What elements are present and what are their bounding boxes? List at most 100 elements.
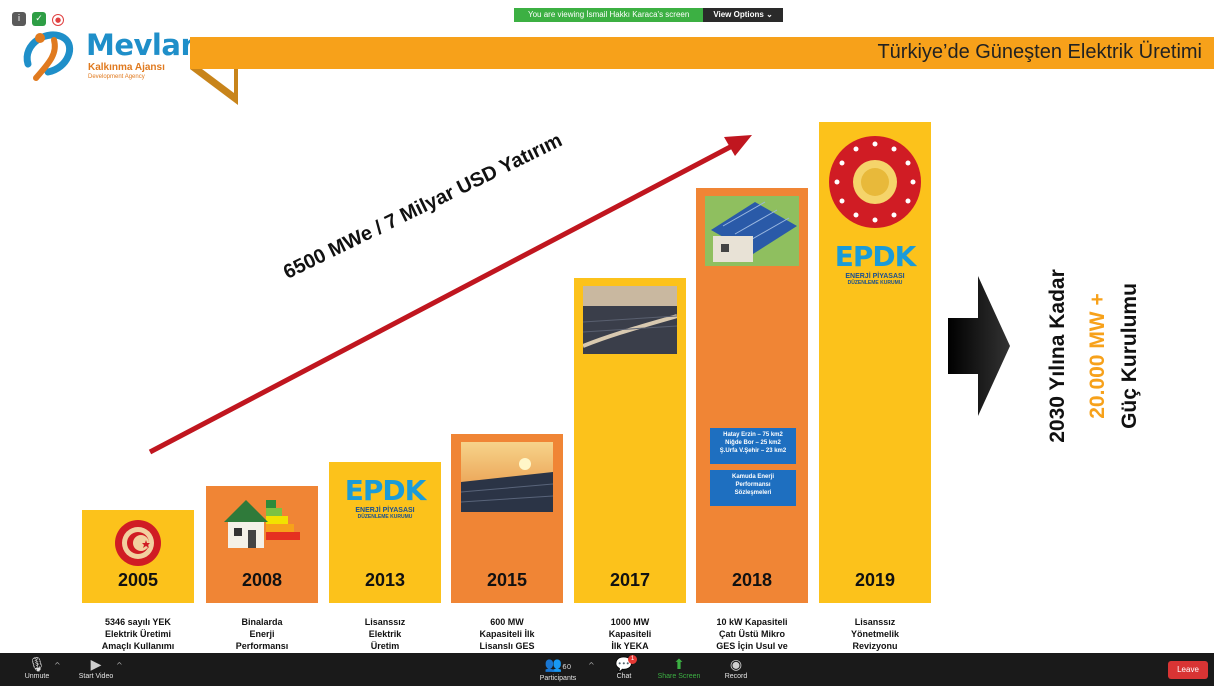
yeka-sites-box: Hatay Erzin – 75 km2 Niğde Bor – 25 km2 … <box>710 428 796 464</box>
bar-year: 2018 <box>731 570 773 590</box>
large-solar-plant-photo <box>583 286 677 354</box>
bar-2018: Hatay Erzin – 75 km2 Niğde Bor – 25 km2 … <box>696 188 808 603</box>
yeka-site-1: Hatay Erzin – 75 km2 <box>723 432 783 438</box>
logo-subtitle-en: Development Agency <box>88 74 145 80</box>
record-button[interactable]: ◉ Record <box>720 657 752 680</box>
slide-title-bar: Türkiye’de Güneşten Elektrik Üretimi <box>190 37 1214 69</box>
solar-field-sunset-photo <box>461 442 553 512</box>
audio-options-chevron-icon[interactable]: ^ <box>54 661 61 670</box>
bar-2015: 2015 <box>451 434 563 603</box>
share-screen-button[interactable]: ⬆ Share Screen <box>656 657 702 680</box>
meeting-toolbar: 🎙 Unmute ^ ▶ Start Video ^ 👥60 Participa… <box>0 653 1214 686</box>
caption-line: Enerji <box>249 629 275 639</box>
caption-line: GES İçin Usul ve <box>716 641 788 651</box>
caption-line: Elektrik <box>368 629 402 639</box>
caption-line: 5346 sayılı YEK <box>105 617 171 627</box>
caption-line: İlk YEKA <box>611 641 649 651</box>
epdk-logo-line1: ENERJİ PİYASASI <box>845 273 905 280</box>
record-label: Record <box>724 673 748 680</box>
bar-2019: EPDK ENERJİ PİYASASI DÜZENLEME KURUMU 20… <box>819 122 931 603</box>
public-energy-line-2: Performansı <box>735 482 771 488</box>
epdk-logo-line1: ENERJİ PİYASASI <box>355 507 415 514</box>
chat-badge: 1 <box>628 655 637 664</box>
recording-icon: ● <box>52 14 64 26</box>
logo-mark-icon <box>23 31 73 81</box>
epdk-logo-text: EPDK <box>834 240 917 273</box>
bar-year: 2019 <box>854 570 896 590</box>
caption-line: Revizyonu <box>852 641 898 651</box>
view-options-button[interactable]: View Options ⌄ <box>703 8 783 22</box>
yeka-site-3: Ş.Urfa V.Şehir – 23 km2 <box>719 448 787 454</box>
bar-year: 2013 <box>364 570 406 590</box>
muted-mic-icon: 🎙 <box>28 657 46 673</box>
start-video-label: Start Video <box>78 673 114 680</box>
start-video-button[interactable]: ▶ Start Video <box>74 657 118 680</box>
epdk-logo: EPDK ENERJİ PİYASASI DÜZENLEME KURUMU <box>337 474 433 520</box>
bar-2013: EPDK ENERJİ PİYASASI DÜZENLEME KURUMU 20… <box>329 462 441 603</box>
logo-subtitle: Kalkınma Ajansı <box>88 62 165 73</box>
caption-2005: 5346 sayılı YEK Elektrik Üretimi Amaçlı … <box>72 616 204 652</box>
caption-line: Binalarda <box>241 617 283 627</box>
goal-line-3: Güç Kurulumu <box>1118 283 1141 429</box>
video-off-icon: ▶ <box>90 657 102 673</box>
bar-year: 2015 <box>486 570 528 590</box>
share-screen-icon: ⬆ <box>673 657 685 673</box>
caption-line: Elektrik Üretimi <box>104 629 172 639</box>
goal-line-2: 20.000 MW + <box>1086 293 1109 419</box>
viewing-banner: You are viewing İsmail Hakkı Karaca's sc… <box>514 8 783 22</box>
bar-2017: 2017 <box>574 278 686 603</box>
caption-2018: 10 kW Kapasiteli Çatı Üstü Mikro GES İçi… <box>686 616 818 652</box>
participants-icon: 👥60 <box>544 657 572 673</box>
share-screen-label: Share Screen <box>657 673 701 680</box>
video-options-chevron-icon[interactable]: ^ <box>116 661 123 670</box>
caption-line: Kapasiteli <box>608 629 652 639</box>
bar-2005: 2005 <box>82 510 194 603</box>
caption-2008: Binalarda Enerji Performansı <box>196 616 328 652</box>
public-energy-line-3: Sözleşmeleri <box>734 490 772 496</box>
bar-year: 2008 <box>241 570 283 590</box>
turkish-parliament-emblem-icon <box>115 520 161 566</box>
caption-2015: 600 MW Kapasiteli İlk Lisanslı GES <box>441 616 573 652</box>
info-icon[interactable]: i <box>12 12 26 26</box>
slide-title: Türkiye’de Güneşten Elektrik Üretimi <box>877 41 1202 63</box>
title-decoration-inner <box>202 69 234 93</box>
participants-button[interactable]: 👥60 Participants <box>536 657 580 682</box>
unmute-button[interactable]: 🎙 Unmute <box>20 657 54 680</box>
bar-year: 2017 <box>609 570 651 590</box>
caption-line: Kapasiteli İlk <box>479 629 535 639</box>
participants-count: 60 <box>562 663 572 671</box>
epdk-logo-line2: DÜZENLEME KURUMU <box>847 280 903 286</box>
leave-button[interactable]: Leave <box>1168 661 1208 679</box>
epdk-logo-text: EPDK <box>344 474 427 507</box>
participants-chevron-icon[interactable]: ^ <box>588 661 595 670</box>
goal-line-1: 2030 Yılına Kadar <box>1046 269 1069 443</box>
yeka-site-2: Niğde Bor – 25 km2 <box>725 440 781 446</box>
meeting-status-icons: i ✓ ● <box>12 12 64 26</box>
public-energy-line-1: Kamuda Enerji <box>731 474 774 480</box>
caption-line: Lisanslı GES <box>479 641 535 651</box>
caption-2013: Lisanssız Elektrik Üretim <box>319 616 451 652</box>
caption-line: Lisanssız <box>364 617 406 627</box>
participants-label: Participants <box>539 675 577 682</box>
caption-2017: 1000 MW Kapasiteli İlk YEKA <box>564 616 696 652</box>
caption-line: Performansı <box>235 641 289 651</box>
epdk-logo: EPDK ENERJİ PİYASASI DÜZENLEME KURUMU <box>827 240 923 286</box>
presidential-seal-icon <box>829 136 921 228</box>
public-energy-box: Kamuda Enerji Performansı Sözleşmeleri <box>710 470 796 506</box>
chat-label: Chat <box>616 673 632 680</box>
shield-icon[interactable]: ✓ <box>32 12 46 26</box>
caption-line: 10 kW Kapasiteli <box>716 617 788 627</box>
caption-line: Üretim <box>370 641 400 651</box>
caption-2019: Lisanssız Yönetmelik Revizyonu <box>809 616 941 652</box>
caption-line: 600 MW <box>490 617 524 627</box>
caption-line: Amaçlı Kullanımı <box>101 641 175 651</box>
caption-line: Çatı Üstü Mikro <box>718 629 785 639</box>
rooftop-solar-house-photo <box>705 196 799 266</box>
record-icon: ◉ <box>729 657 743 673</box>
bar-2008: 2008 <box>206 486 318 603</box>
caption-line: Yönetmelik <box>850 629 899 639</box>
caption-line: 1000 MW <box>610 617 650 627</box>
viewing-text: You are viewing İsmail Hakkı Karaca's sc… <box>514 8 704 22</box>
